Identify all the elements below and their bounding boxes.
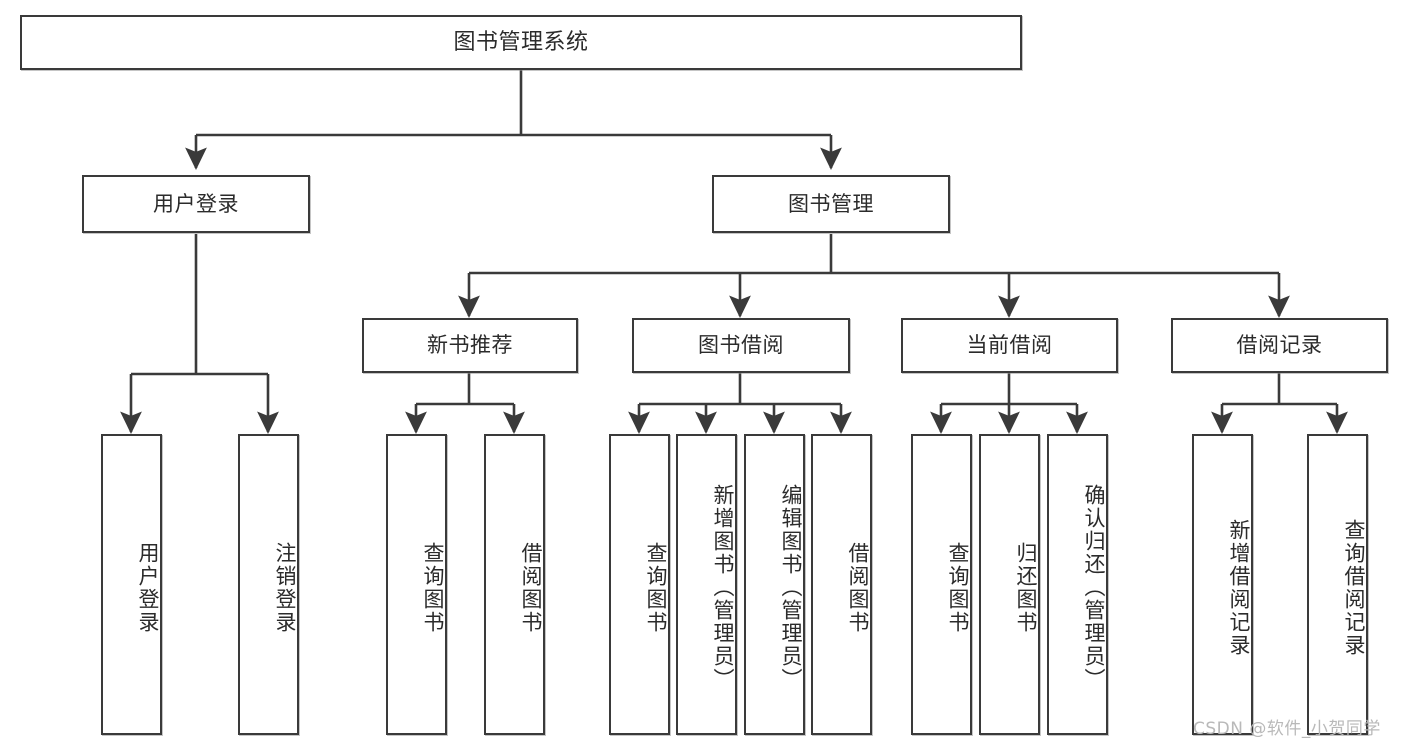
node-leaf-logout[interactable]: 注销登录 — [238, 434, 299, 735]
node-leaf-add-record-label: 新增借阅记录 — [1227, 518, 1251, 657]
node-leaf-query-book-1-label: 查询图书 — [421, 541, 445, 634]
node-leaf-edit-book[interactable]: 编辑图书（管理员） — [744, 434, 805, 735]
node-leaf-logout-label: 注销登录 — [273, 541, 297, 634]
node-leaf-confirm-return-label: 确认归还（管理员） — [1082, 484, 1106, 691]
node-book-borrow[interactable]: 图书借阅 — [632, 318, 850, 373]
node-borrow-record-label: 借阅记录 — [1236, 333, 1323, 358]
node-new-book-recommend[interactable]: 新书推荐 — [362, 318, 578, 373]
node-leaf-add-book[interactable]: 新增图书（管理员） — [676, 434, 737, 735]
node-new-book-recommend-label: 新书推荐 — [427, 333, 513, 358]
node-leaf-user-login[interactable]: 用户登录 — [101, 434, 162, 735]
node-user-login[interactable]: 用户登录 — [82, 175, 310, 233]
node-book-management[interactable]: 图书管理 — [712, 175, 950, 233]
node-root[interactable]: 图书管理系统 — [20, 15, 1022, 70]
node-leaf-confirm-return[interactable]: 确认归还（管理员） — [1047, 434, 1108, 735]
node-book-management-label: 图书管理 — [788, 191, 874, 216]
node-leaf-borrow-book-1-label: 借阅图书 — [519, 541, 543, 634]
node-leaf-borrow-book-2-label: 借阅图书 — [846, 541, 870, 634]
node-leaf-add-book-label: 新增图书（管理员） — [711, 484, 735, 691]
node-current-borrow[interactable]: 当前借阅 — [901, 318, 1118, 373]
node-user-login-label: 用户登录 — [153, 191, 239, 216]
node-leaf-query-book-3[interactable]: 查询图书 — [911, 434, 972, 735]
node-leaf-query-record[interactable]: 查询借阅记录 — [1307, 434, 1368, 735]
csdn-watermark: CSDN @软件_小贺同学 — [1193, 719, 1381, 739]
node-leaf-edit-book-label: 编辑图书（管理员） — [779, 484, 803, 691]
node-leaf-user-login-label: 用户登录 — [136, 541, 160, 634]
node-leaf-add-record[interactable]: 新增借阅记录 — [1192, 434, 1253, 735]
node-leaf-return-book[interactable]: 归还图书 — [979, 434, 1040, 735]
node-book-borrow-label: 图书借阅 — [698, 333, 784, 358]
node-root-label: 图书管理系统 — [453, 29, 589, 55]
node-leaf-borrow-book-1[interactable]: 借阅图书 — [484, 434, 545, 735]
node-leaf-borrow-book-2[interactable]: 借阅图书 — [811, 434, 872, 735]
node-leaf-return-book-label: 归还图书 — [1014, 541, 1038, 634]
node-leaf-query-record-label: 查询借阅记录 — [1342, 518, 1366, 657]
node-borrow-record[interactable]: 借阅记录 — [1171, 318, 1388, 373]
node-leaf-query-book-1[interactable]: 查询图书 — [386, 434, 447, 735]
node-current-borrow-label: 当前借阅 — [966, 333, 1053, 358]
node-leaf-query-book-3-label: 查询图书 — [946, 541, 970, 634]
node-leaf-query-book-2[interactable]: 查询图书 — [609, 434, 670, 735]
node-leaf-query-book-2-label: 查询图书 — [644, 541, 668, 634]
